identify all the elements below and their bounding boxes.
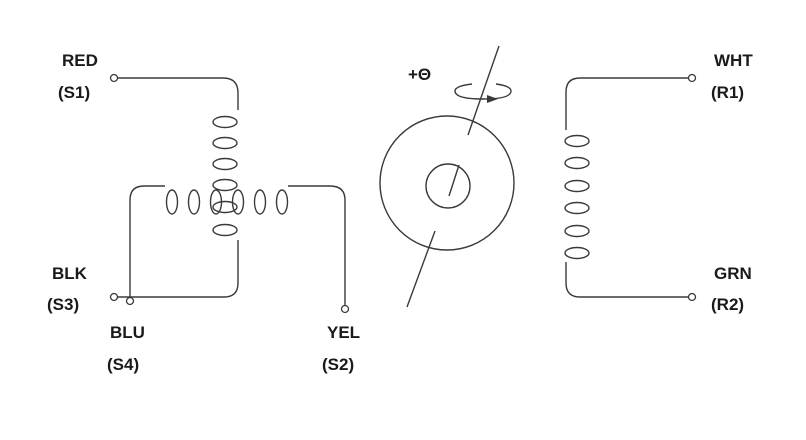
stator-winding-s1-s3 (117, 77, 239, 298)
label-rotation: +Θ (408, 65, 431, 84)
terminal-s3 (109, 292, 119, 302)
rotor-inner-circle (425, 163, 471, 209)
wire-r2 (565, 262, 689, 298)
wire-s3 (117, 240, 239, 298)
coil-vertical (212, 115, 238, 237)
rotor-axis-lower (406, 230, 436, 308)
label-s1: (S1) (58, 83, 90, 102)
label-wht: WHT (714, 51, 753, 70)
label-r2: (R2) (711, 295, 744, 314)
wire-s4 (129, 185, 165, 298)
rotor-axis-upper (467, 45, 500, 136)
terminal-r1 (687, 73, 697, 83)
wire-s2 (288, 185, 346, 305)
terminal-r2 (687, 292, 697, 302)
label-s2: (S2) (322, 355, 354, 374)
terminal-s4 (125, 296, 135, 306)
rotation-arrow-icon (454, 83, 512, 103)
label-yel: YEL (327, 323, 360, 342)
label-s4: (S4) (107, 355, 139, 374)
coil-rotor (564, 134, 590, 260)
label-r1: (R1) (711, 83, 744, 102)
terminal-s1 (109, 73, 119, 83)
wire-s1 (117, 77, 239, 110)
rotor (379, 45, 515, 308)
rotor-outer-circle (379, 115, 515, 251)
label-grn: GRN (714, 264, 752, 283)
stator-winding-s4-s2 (129, 185, 346, 305)
label-blk: BLK (52, 264, 88, 283)
terminal-s2 (340, 304, 350, 314)
rotor-winding-r1-r2 (564, 77, 689, 298)
label-blu: BLU (110, 323, 145, 342)
coil-horizontal (165, 189, 289, 215)
rotor-axis-inner (448, 164, 460, 197)
wire-r1 (565, 77, 689, 130)
label-s3: (S3) (47, 295, 79, 314)
label-red: RED (62, 51, 98, 70)
